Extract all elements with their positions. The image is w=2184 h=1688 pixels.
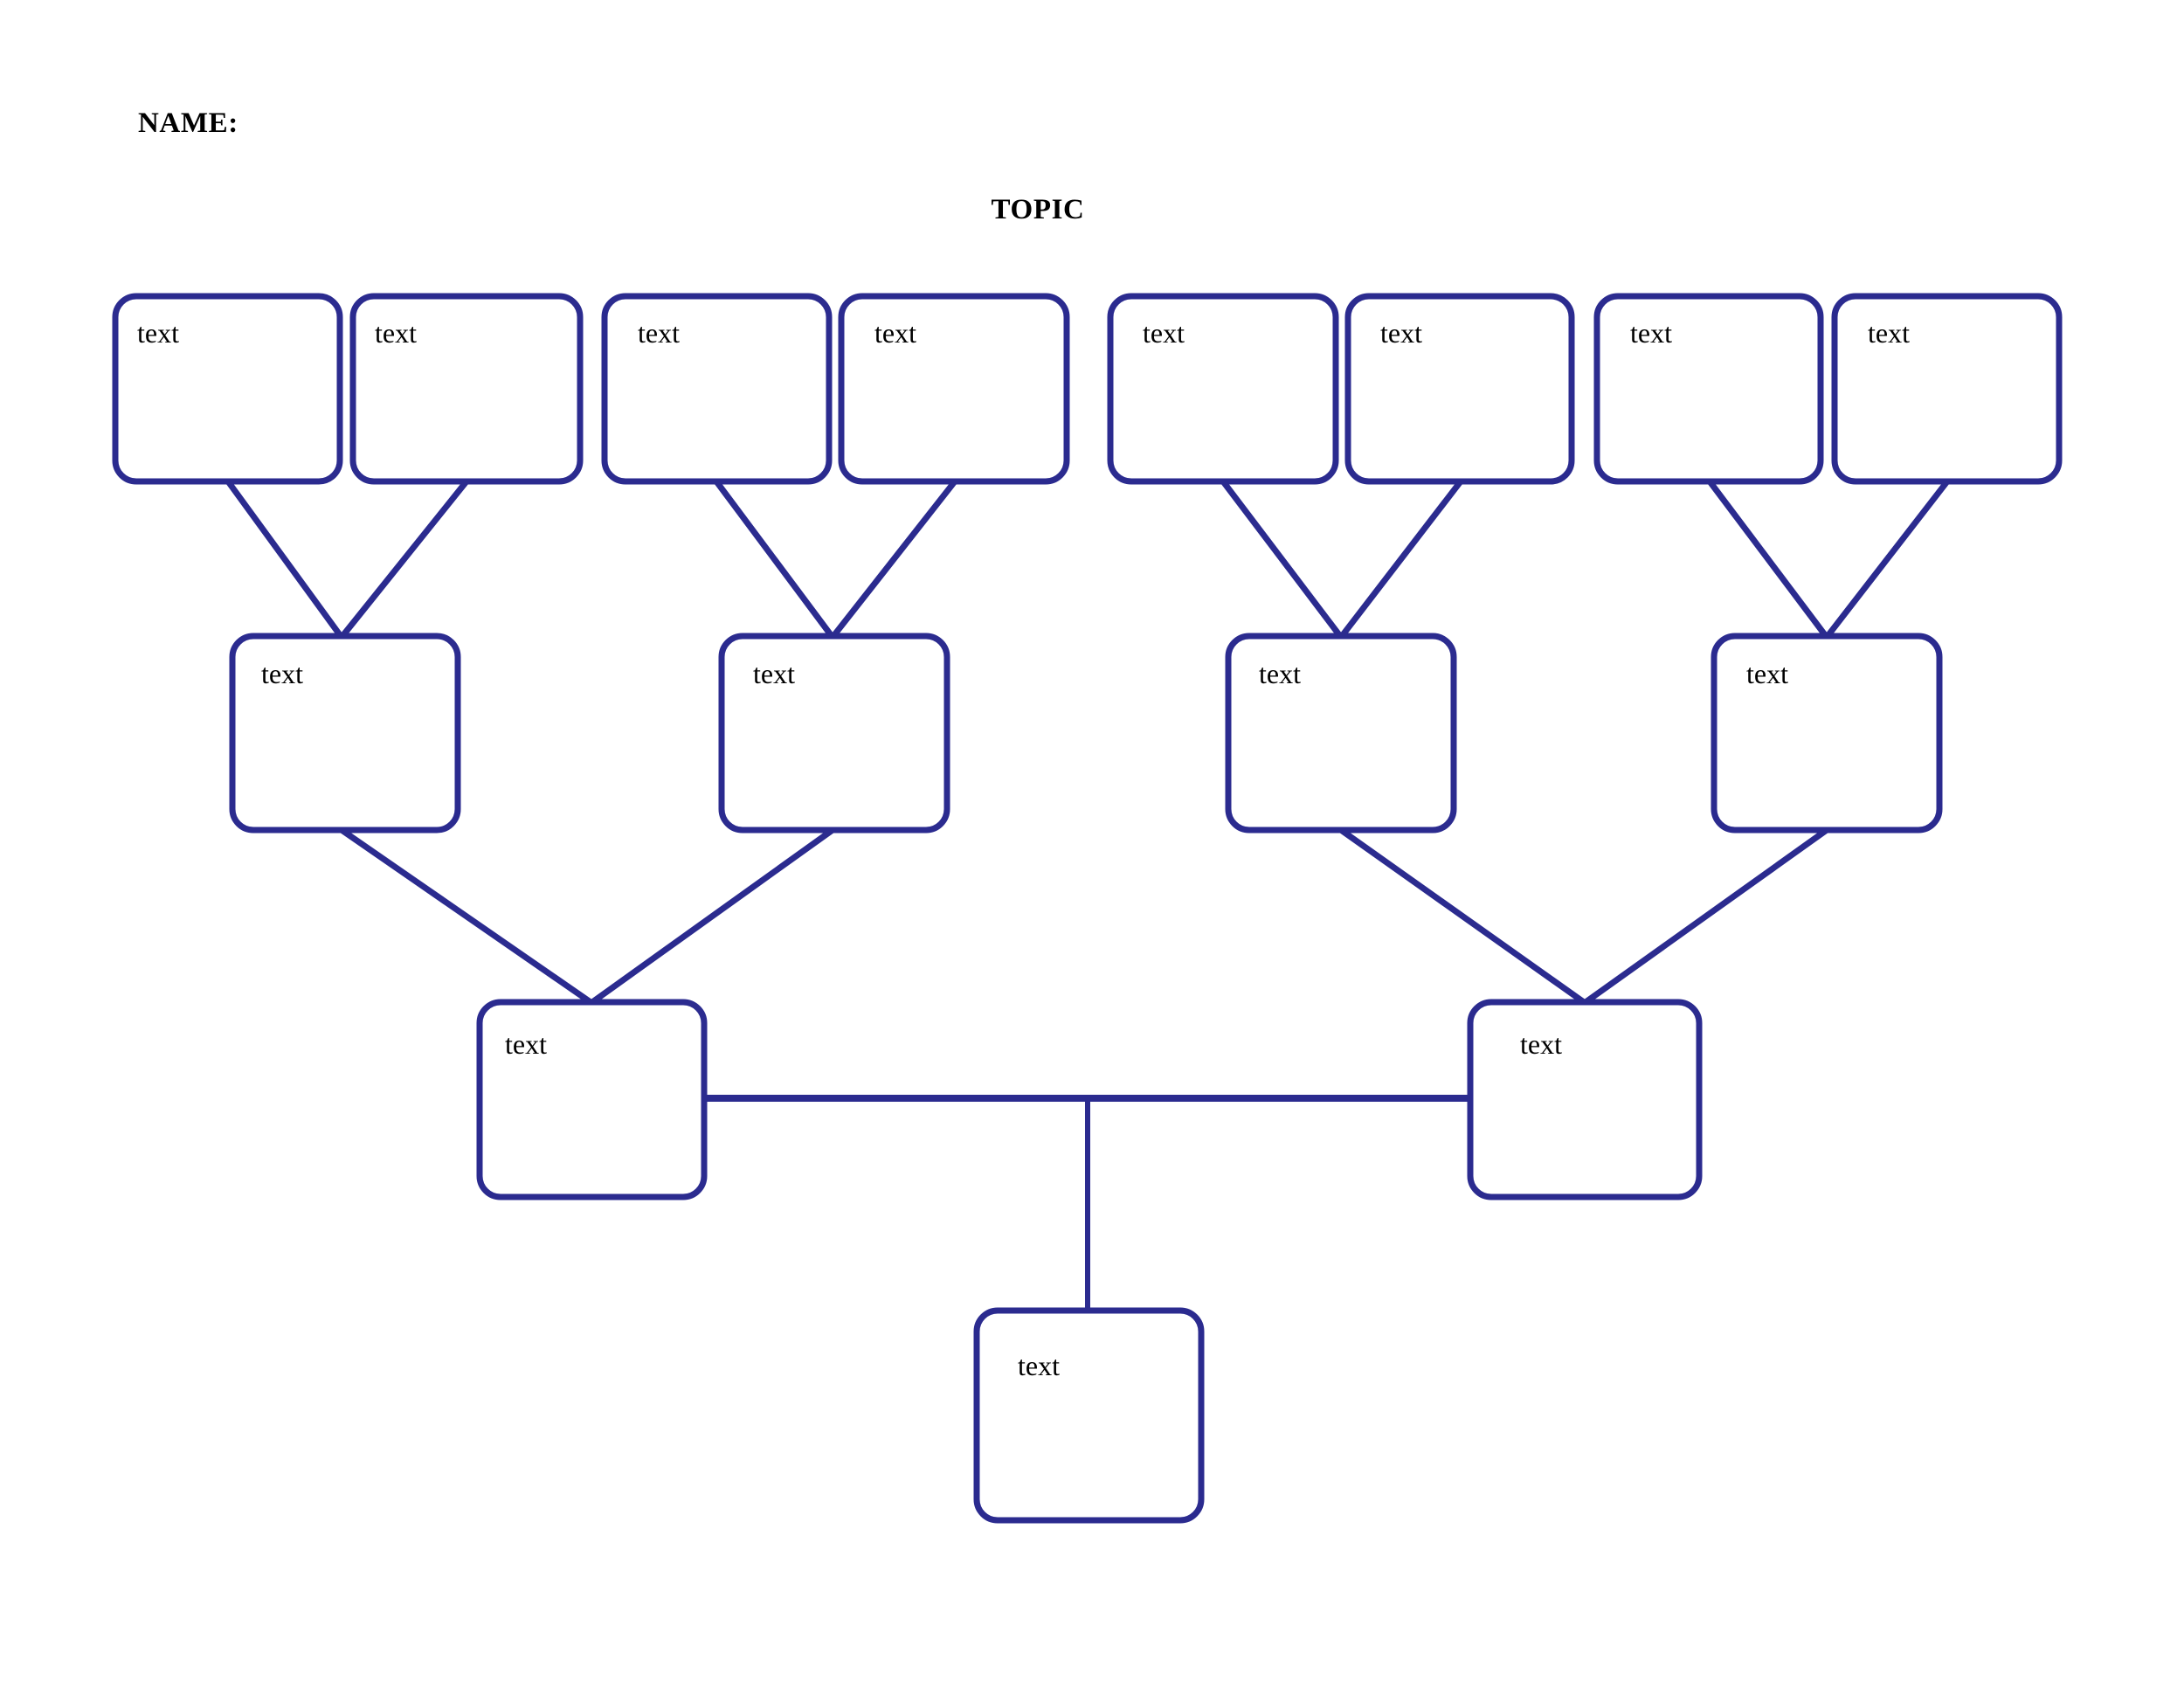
node-box[interactable] [349, 293, 584, 485]
node-g1[interactable]: text [229, 633, 461, 834]
node-gg4[interactable]: text [838, 293, 1070, 485]
node-box[interactable] [112, 293, 343, 485]
node-gg7[interactable]: text [1593, 293, 1824, 485]
node-box[interactable] [476, 999, 708, 1200]
generation-child: text [973, 1307, 1205, 1524]
node-c1[interactable]: text [973, 1307, 1205, 1524]
connector-gg7-g4 [1707, 479, 1828, 639]
page-title: TOPIC [0, 194, 2184, 226]
node-label: text [638, 317, 680, 349]
connector-gg4-g2 [831, 479, 957, 639]
node-label: text [1380, 317, 1422, 349]
node-p2[interactable]: text [1467, 999, 1703, 1200]
node-box[interactable] [229, 633, 461, 834]
node-box[interactable] [601, 293, 833, 485]
node-gg3[interactable]: text [601, 293, 833, 485]
node-gg2[interactable]: text [349, 293, 584, 485]
node-label: text [874, 317, 916, 349]
connector-gg8-g4 [1825, 479, 1950, 639]
node-box[interactable] [1711, 633, 1943, 834]
node-g3[interactable]: text [1225, 633, 1457, 834]
connector-gg3-g2 [714, 479, 834, 639]
generation-parents: text text [476, 999, 1703, 1200]
node-gg1[interactable]: text [112, 293, 343, 485]
node-label: text [1520, 1028, 1562, 1060]
node-box[interactable] [1107, 293, 1339, 485]
node-label: text [505, 1028, 547, 1060]
node-box[interactable] [1344, 293, 1575, 485]
node-box[interactable] [718, 633, 950, 834]
connector-g1-p1 [340, 827, 592, 1005]
node-label: text [261, 658, 303, 689]
name-label: NAME: [138, 107, 238, 139]
generation-great-grandparents: text text text text text text [112, 293, 2063, 485]
node-gg8[interactable]: text [1831, 293, 2063, 485]
topic-label: TOPIC [991, 194, 1085, 225]
node-label: text [1630, 317, 1672, 349]
node-box[interactable] [1831, 293, 2063, 485]
node-g2[interactable]: text [718, 633, 950, 834]
generation-grandparents: text text text text [229, 633, 1943, 834]
connector-gg6-g3 [1339, 479, 1463, 639]
connector-layer [225, 479, 1950, 1312]
node-label: text [375, 317, 417, 349]
node-gg6[interactable]: text [1344, 293, 1575, 485]
node-label: text [1259, 658, 1301, 689]
node-label: text [753, 658, 795, 689]
node-p1[interactable]: text [476, 999, 708, 1200]
connector-g3-p2 [1338, 827, 1586, 1005]
node-box[interactable] [1593, 293, 1824, 485]
connector-gg5-g3 [1220, 479, 1343, 639]
connector-g2-p1 [590, 827, 835, 1005]
node-gg5[interactable]: text [1107, 293, 1339, 485]
node-box[interactable] [838, 293, 1070, 485]
node-label: text [1746, 658, 1788, 689]
connector-gg1-g1 [225, 479, 343, 639]
node-label: text [1018, 1350, 1060, 1381]
node-box[interactable] [1225, 633, 1457, 834]
node-box[interactable] [973, 1307, 1205, 1524]
connector-g4-p2 [1583, 827, 1829, 1005]
connector-gg2-g1 [340, 479, 469, 639]
node-label: text [1143, 317, 1185, 349]
node-label: text [1868, 317, 1910, 349]
node-label: text [137, 317, 179, 349]
node-g4[interactable]: text [1711, 633, 1943, 834]
node-box[interactable] [1467, 999, 1703, 1200]
